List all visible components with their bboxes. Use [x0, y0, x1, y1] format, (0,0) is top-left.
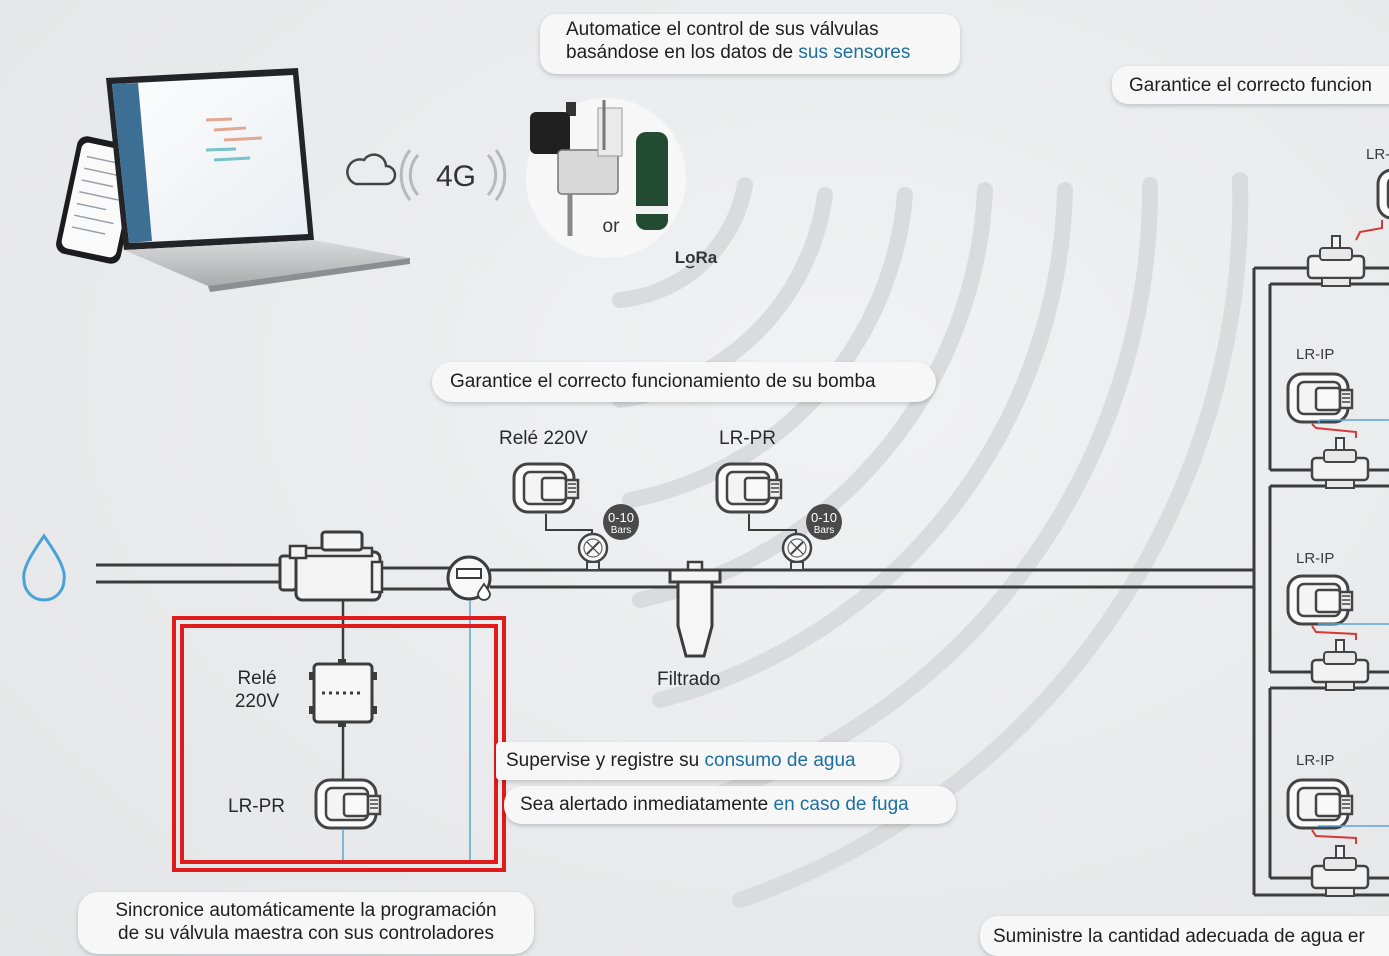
sensors-bubble: Automatice el control de sus válvulas ba…	[540, 14, 960, 74]
water-consumption-bubble: Supervise y registre su consumo de agua	[496, 742, 900, 780]
filter-icon	[668, 560, 722, 658]
controller-icon	[1376, 168, 1389, 220]
lr-partial-label: LR-	[1366, 146, 1389, 163]
right-top-bubble: Garantice el correcto funcion	[1112, 66, 1389, 104]
cloud-icon	[346, 153, 397, 186]
4g-signal-icon	[399, 149, 507, 201]
pressure-gauge-icon	[781, 532, 813, 572]
lora-icon: LoRa	[675, 248, 718, 269]
controller-icon	[715, 462, 783, 514]
4g-label: 4G	[436, 160, 476, 193]
supply-bubble: Suministre la cantidad adecuada de agua …	[980, 916, 1389, 956]
controller-icon	[314, 778, 382, 830]
solenoid-valve-icon	[1310, 638, 1370, 692]
bars-badge	[806, 504, 842, 540]
sensors-bubble-line1: Automatice el control de sus válvulas	[566, 19, 879, 40]
soil-sensor-icon	[636, 132, 668, 230]
lrpr-box-label: LR-PR	[228, 796, 286, 817]
controller-icon	[512, 462, 580, 514]
rele-box-label: Relé 220V	[234, 668, 280, 712]
leak-alert-bubble: Sea alertado inmediatamente en caso de f…	[504, 786, 956, 824]
bars-badge	[603, 504, 639, 540]
lrpr-top-label: LR-PR	[719, 428, 777, 449]
bars-badge-value: 0-10	[811, 510, 837, 525]
pump-bubble: Garantice el correcto funcionamiento de …	[432, 362, 936, 402]
master-valve-icon	[278, 530, 384, 602]
lrip-label-2: LR-IP	[1296, 550, 1335, 567]
relay-box-icon	[309, 659, 377, 727]
lrip-label-3: LR-IP	[1296, 752, 1335, 769]
solenoid-valve-icon	[1310, 436, 1370, 490]
laptop-icon	[106, 68, 410, 292]
controller-icon	[1286, 372, 1354, 424]
sync-bubble: Sincronice automáticamente la programaci…	[78, 892, 534, 954]
sensors-bubble-line2: basándose en los datos de sus sensores	[566, 42, 911, 63]
bars-badge-value: 0-10	[608, 510, 634, 525]
controller-icon	[1286, 778, 1354, 830]
weather-station-icon	[530, 100, 623, 236]
pressure-gauge-icon	[577, 532, 609, 572]
or-label: or	[603, 216, 621, 237]
water-drop-icon	[22, 533, 66, 602]
filtrado-label: Filtrado	[657, 669, 721, 690]
bars-badge-unit: Bars	[611, 525, 632, 536]
lrip-label-1: LR-IP	[1296, 346, 1335, 363]
svg-text:LoRa: LoRa	[675, 248, 718, 267]
controller-icon	[1286, 574, 1354, 626]
rele-top-label: Relé 220V	[499, 428, 588, 449]
bars-badge-unit: Bars	[814, 525, 835, 536]
selection-box	[172, 616, 506, 872]
solenoid-valve-icon	[1306, 234, 1366, 288]
solenoid-valve-icon	[1310, 844, 1370, 898]
water-meter-icon	[446, 555, 492, 601]
